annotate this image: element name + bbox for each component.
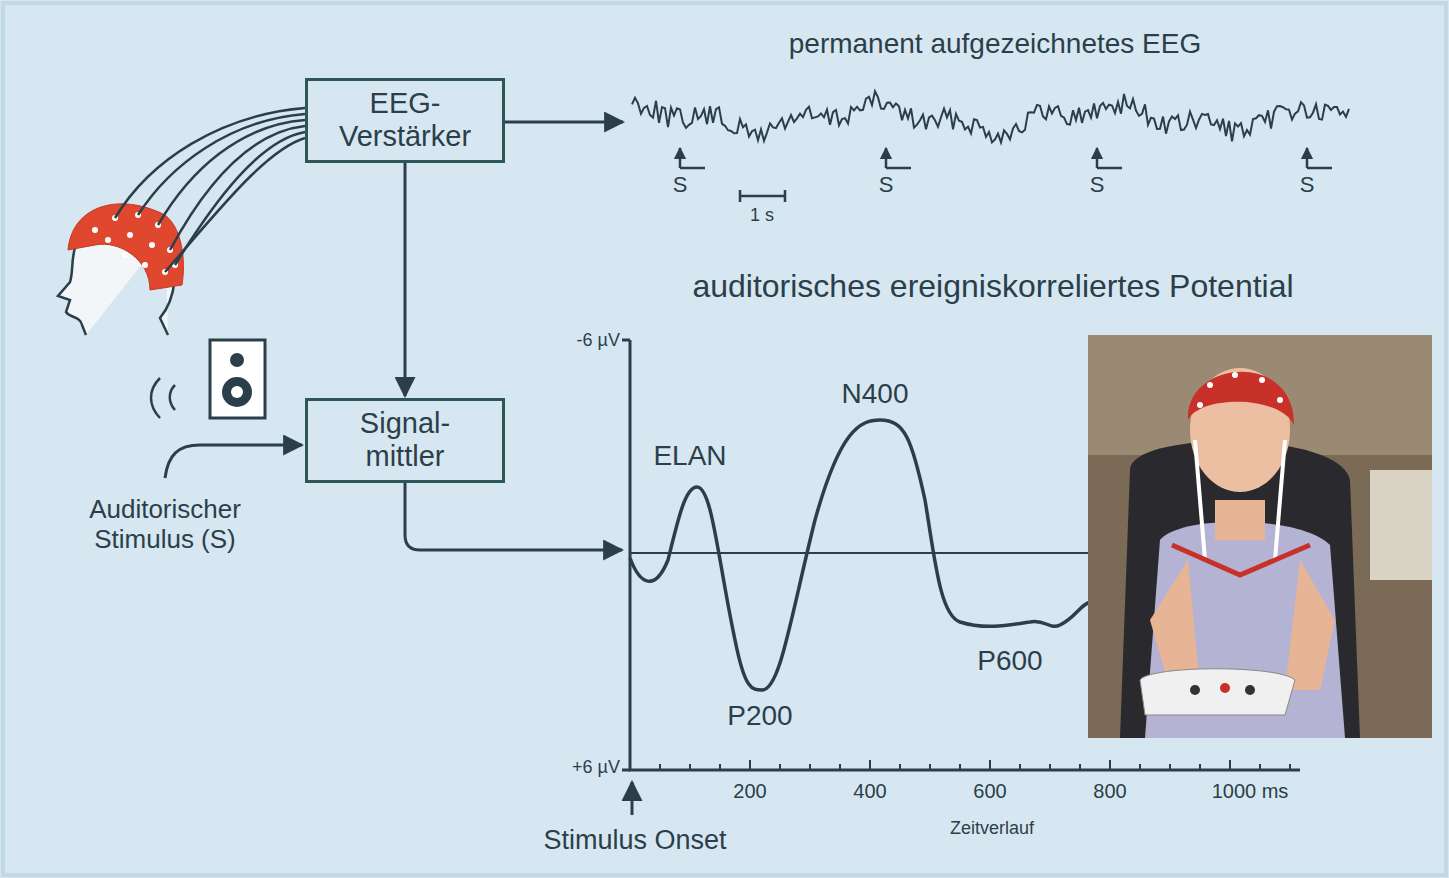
text-label: S	[1300, 172, 1315, 197]
text-label: 400	[853, 780, 886, 803]
axis-ticks	[630, 760, 1290, 770]
text-label: ELAN	[653, 440, 726, 472]
text-label: S	[879, 172, 894, 197]
text-label: 1 s	[750, 205, 774, 226]
onset-arrow	[631, 782, 634, 815]
text-label: S	[673, 172, 688, 197]
arrow-to-erp	[405, 482, 622, 550]
photo	[1088, 335, 1432, 738]
speaker-symbol	[151, 340, 265, 418]
arrow-to-eeg	[505, 121, 623, 124]
text-label: 600	[973, 780, 1006, 803]
box-label: EEG- Verstärker	[328, 87, 482, 154]
stimulus-arrow	[165, 445, 302, 478]
head-figure	[58, 204, 183, 335]
eeg-trace	[632, 91, 1349, 142]
text-label: auditorisches ereigniskorreliertes Poten…	[692, 268, 1293, 305]
text-label: -6 µV	[577, 330, 620, 351]
stimulus-markers	[680, 148, 1332, 202]
text-label: S	[1090, 172, 1105, 197]
text-label: +6 µV	[572, 757, 620, 778]
erp-curve	[630, 420, 1090, 690]
text-label: Zeitverlauf	[950, 818, 1034, 839]
text-label: 800	[1093, 780, 1126, 803]
text-label: permanent aufgezeichnetes EEG	[789, 28, 1201, 60]
frame	[3, 3, 1446, 875]
text-label: P200	[727, 700, 792, 732]
text-label: P600	[977, 645, 1042, 677]
box-label: Signal- mittler	[328, 407, 482, 474]
connector-arrow	[404, 163, 407, 396]
process-box: Signal- mittler	[305, 398, 505, 483]
electrode-wires	[115, 108, 305, 272]
text-label: Auditorischer Stimulus (S)	[50, 495, 280, 555]
text-label: 200	[733, 780, 766, 803]
text-label: Stimulus Onset	[543, 825, 726, 856]
process-box: EEG- Verstärker	[305, 78, 505, 163]
text-label: N400	[842, 378, 909, 410]
text-label: 1000 ms	[1212, 780, 1289, 803]
